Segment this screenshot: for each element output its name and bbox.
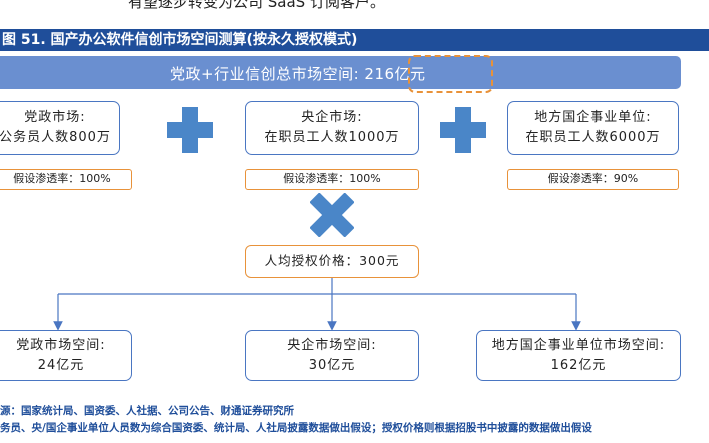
result-box-title: 地方国企事业单位市场空间: [491,337,666,353]
total-market-bar: 党政+行业信创总市场空间: 216亿元 [0,56,681,89]
penetration-rate-local-soe: 假设渗透率：90% [507,169,679,190]
penetration-rate-central-soe: 假设渗透率：100% [245,169,419,190]
figure-title: 图 51. 国产办公软件信创市场空间测算(按永久授权模式) [0,29,709,51]
total-value-highlight [408,55,493,93]
source-note: 源：国家统计局、国资委、人社据、公司公告、财通证券研究所 [0,405,294,417]
market-box-party-gov: 党政市场: 公务员人数800万 [0,101,120,155]
unit-price-box: 人均授权价格：300元 [245,245,419,278]
intro-text: 有望逐步转变为公司 SaaS 订阅客户。 [128,0,385,11]
plus-icon [440,107,486,153]
plus-icon [167,107,213,153]
result-box-title: 央企市场空间: [287,337,377,353]
result-box-title: 党政市场空间: [16,337,106,353]
market-box-detail: 在职员工人数1000万 [264,130,400,145]
market-box-detail: 公务员人数800万 [0,130,111,145]
result-box-value: 162亿元 [550,357,607,373]
total-market-label: 党政+行业信创总市场空间: [170,65,360,83]
market-box-detail: 在职员工人数6000万 [525,130,661,145]
penetration-rate-party-gov: 假设渗透率：100% [0,169,132,190]
result-box-central-soe: 央企市场空间: 30亿元 [245,330,419,381]
market-box-title: 地方国企事业单位: [534,110,652,125]
market-box-title: 央企市场: [301,110,363,125]
market-box-local-soe: 地方国企事业单位: 在职员工人数6000万 [507,101,679,155]
market-box-central-soe: 央企市场: 在职员工人数1000万 [245,101,419,155]
assumption-note: 务员、央/国企事业单位人员数为综合国资委、统计局、人社局披露数据做出假设；授权价… [0,422,592,434]
multiply-icon [310,193,354,237]
result-box-value: 24亿元 [37,357,85,373]
market-box-title: 党政市场: [24,110,86,125]
result-box-value: 30亿元 [308,357,356,373]
result-box-party-gov: 党政市场空间: 24亿元 [0,330,132,381]
result-box-local-soe: 地方国企事业单位市场空间: 162亿元 [476,330,681,381]
